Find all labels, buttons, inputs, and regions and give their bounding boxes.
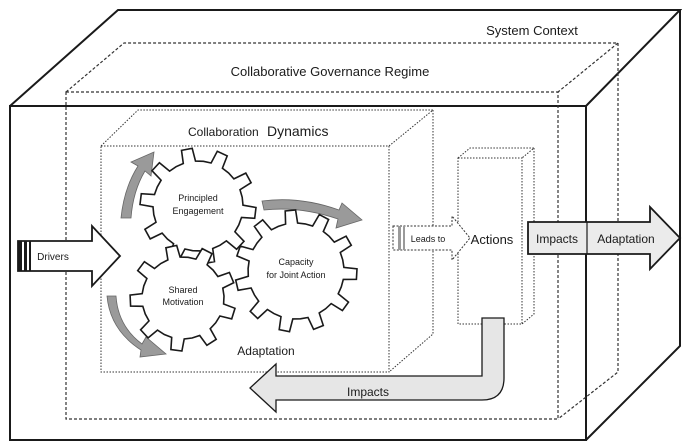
system-context-label: System Context	[486, 23, 578, 38]
leads-to-arrow	[392, 214, 471, 262]
collab-dynamics-label-suffix: Dynamics	[267, 123, 328, 139]
impacts-bottom-label: Impacts	[347, 385, 389, 399]
impacts-adaptation-arrow	[527, 204, 682, 272]
joint-action-label: for Joint Action	[266, 270, 325, 280]
actions-label: Actions	[471, 232, 514, 247]
actions-box-side	[521, 148, 535, 325]
capacity-joint-action-gear	[234, 209, 358, 333]
drivers-label: Drivers	[37, 252, 69, 263]
engagement-label: Engagement	[172, 206, 224, 216]
impacts-feedback-arrow	[249, 317, 505, 414]
capacity-label: Capacity	[278, 257, 314, 267]
cycle-arrow-upper-right	[261, 199, 363, 229]
governance-regime-front	[65, 91, 559, 420]
system-context-side-face	[585, 10, 681, 441]
cycle-arrow-upper-left	[120, 151, 155, 219]
shared-motivation-gear	[129, 244, 236, 352]
cycle-arrows	[106, 151, 363, 358]
principled-engagement-gear	[139, 147, 257, 265]
motivation-label: Motivation	[162, 297, 203, 307]
governance-regime-label: Collaborative Governance Regime	[231, 64, 430, 79]
collab-dynamics-label-prefix: Collaboration	[188, 125, 259, 139]
actions-box-top	[457, 147, 536, 159]
leads-to-label: Leads to	[411, 234, 446, 244]
collab-dynamics-top	[100, 109, 435, 147]
drivers-arrow	[17, 223, 122, 289]
impacts-right-label: Impacts	[536, 232, 578, 246]
system-context-box	[9, 9, 682, 441]
adaptation-inner-label: Adaptation	[237, 344, 294, 358]
system-context-top-face	[9, 9, 682, 107]
shared-label: Shared	[168, 285, 197, 295]
adaptation-right-label: Adaptation	[597, 232, 654, 246]
principled-label: Principled	[178, 193, 218, 203]
governance-regime-box	[65, 42, 620, 420]
governance-regime-top	[65, 42, 620, 93]
cycle-arrow-lower-left	[106, 295, 167, 358]
